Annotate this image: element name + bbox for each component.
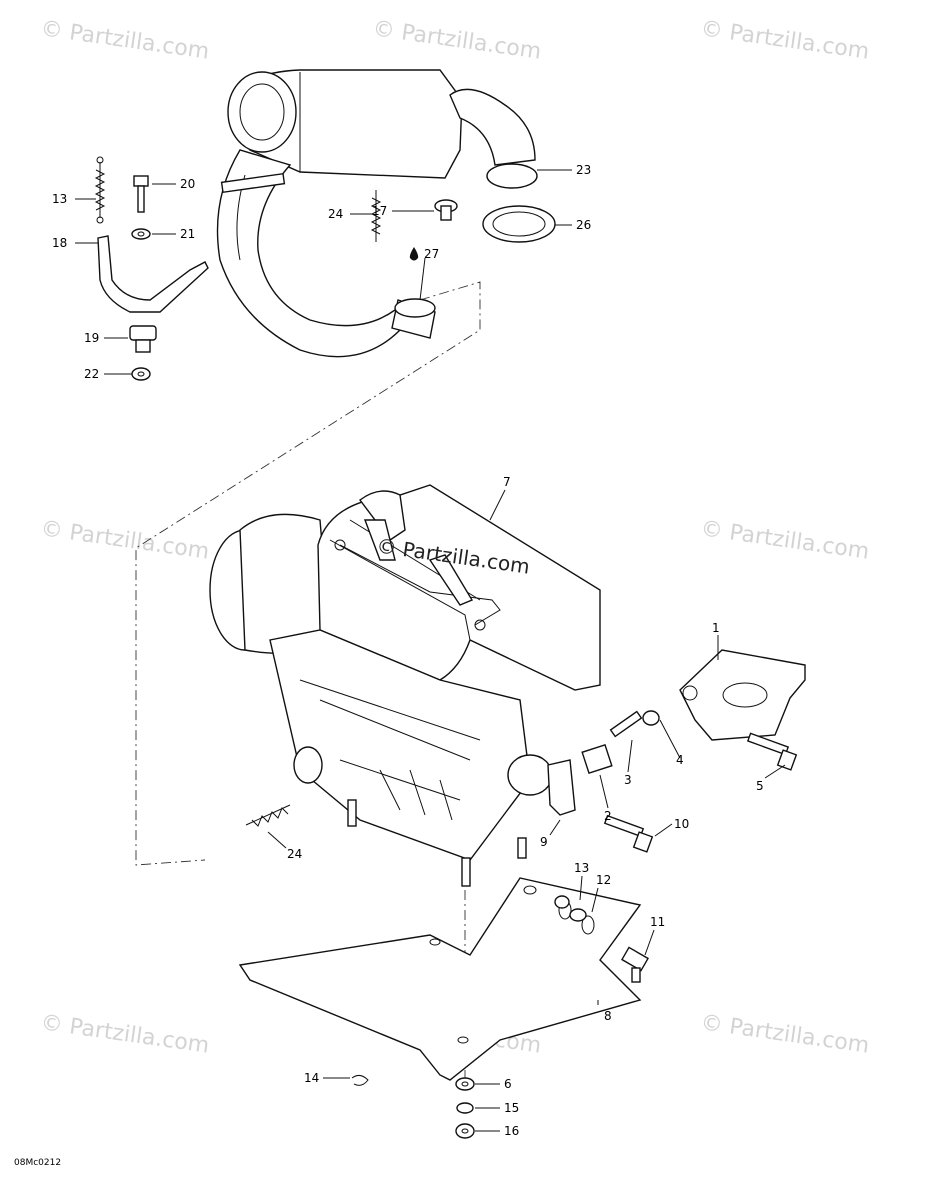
part-2-spacer: [581, 743, 613, 775]
assembly-line: [135, 281, 481, 866]
part-14-clip: [351, 1074, 369, 1086]
callout: 15: [504, 1101, 519, 1115]
part-23-seal: [486, 163, 538, 189]
callout: 8: [604, 1009, 612, 1023]
callout: 13: [574, 861, 589, 875]
callout: 27: [424, 247, 439, 261]
drop-icon: [409, 247, 419, 261]
callout: 2: [604, 809, 612, 823]
part-24-spring-lower: [245, 804, 291, 827]
callout: 14: [304, 1071, 319, 1085]
part-3-bolt: [609, 710, 643, 738]
callout: 22: [84, 367, 99, 381]
callout: 21: [180, 227, 195, 241]
part-16-nut: [455, 1123, 475, 1139]
callout: 10: [674, 817, 689, 831]
callout: 11: [650, 915, 665, 929]
part-22-nut: [131, 367, 151, 381]
callout: 1: [712, 621, 720, 635]
part-1-engine-bracket: [679, 649, 806, 741]
part-13-nut: [554, 895, 570, 909]
muffler: [227, 69, 463, 179]
callout: 13: [52, 192, 67, 206]
callout: 12: [596, 873, 611, 887]
callout: 5: [756, 779, 764, 793]
leader-lines: [75, 169, 786, 1132]
callout: 18: [52, 236, 67, 250]
part-17-grommet: [434, 199, 458, 221]
part-20-bolt: [133, 175, 149, 213]
part-12-washer: [569, 908, 587, 922]
part-9-bracket: [547, 759, 576, 816]
pipe-clamp: [220, 172, 286, 194]
callout: 24: [328, 207, 343, 221]
part-8-skid-plate: [238, 877, 642, 1081]
callout: 16: [504, 1124, 519, 1138]
engine-studs: [347, 799, 527, 887]
part-10-bolt: [603, 814, 654, 853]
part-19-rubber-mount: [129, 325, 157, 353]
part-21-washer: [131, 228, 151, 240]
part-24-spring-upper: [370, 190, 382, 242]
part-18-bracket: [97, 235, 209, 313]
part-13-spring: [94, 156, 106, 224]
part-4-nut: [642, 710, 660, 726]
callout: 3: [624, 773, 632, 787]
callout: 26: [576, 218, 591, 232]
callout: 19: [84, 331, 99, 345]
exhaust-outlet: [391, 298, 436, 339]
callout: 4: [676, 753, 684, 767]
part-7-engine-shroud: [317, 484, 601, 691]
callout: 23: [576, 163, 591, 177]
callout: 24: [287, 847, 302, 861]
engine-crankcase: [269, 629, 553, 861]
callout: 20: [180, 177, 195, 191]
part-5-bolt: [746, 732, 798, 771]
engine-fan-housing: [209, 513, 331, 654]
callout: 9: [540, 835, 548, 849]
callout-labels: 13 20 21 18 19 22 24 17 23 26 27 7 1 4 3…: [52, 163, 764, 1138]
callout: 7: [503, 475, 511, 489]
exhaust-elbow: [449, 88, 538, 189]
part-26-seal-ring: [482, 205, 556, 243]
part-15-lock-washer: [456, 1102, 474, 1114]
part-6-washer: [455, 1077, 475, 1091]
callout: 17: [372, 204, 387, 218]
callout: 6: [504, 1077, 512, 1091]
diagram-code: 08Mc0212: [14, 1158, 62, 1168]
part-11-valve: [621, 946, 649, 983]
